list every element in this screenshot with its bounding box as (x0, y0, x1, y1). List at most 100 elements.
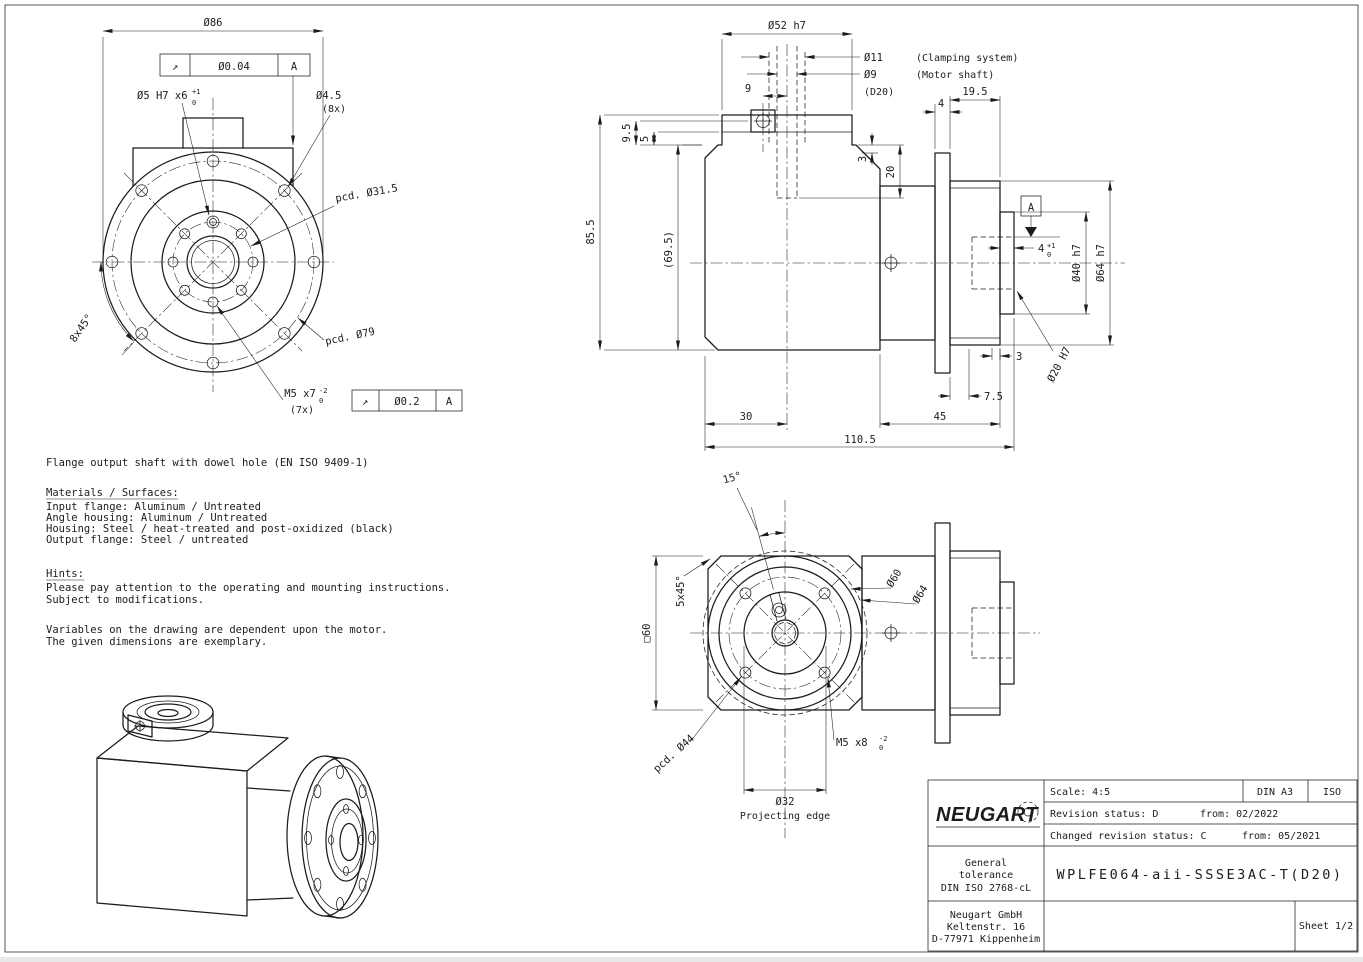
iso-view (96, 695, 379, 919)
dim-45: 45 (879, 349, 1001, 428)
dim-d52-label: Ø52 h7 (768, 20, 806, 32)
dim-3-top: 3 (857, 133, 878, 165)
datum-a: A (1014, 195, 1060, 238)
dim-d86-label: Ø86 (204, 17, 223, 29)
thread-sup: -2 (879, 735, 887, 743)
d20-note: (D20) (864, 87, 894, 98)
title-block-frame (927, 779, 1358, 952)
tolerance-line: General (965, 858, 1007, 869)
materials-title: Materials / Surfaces: (46, 487, 179, 499)
changed-revision-status: Changed revision status: C (1050, 831, 1207, 842)
iso-motor-collar (122, 695, 214, 742)
callout-thread-m5x7: M5 x7 -2 0 (7x) (216, 305, 327, 416)
dim-d32: Ø32 Projecting edge (740, 646, 830, 822)
bore-chamfer (191, 240, 235, 284)
datum-reference: A (291, 61, 298, 73)
bolt-circle-pcd44 (728, 576, 842, 690)
dim-69-5: (69.5) (663, 144, 702, 351)
iso-hub (325, 798, 367, 882)
output-spigot-d40 (999, 211, 1015, 315)
d9-note: (Motor shaft) (916, 70, 994, 81)
dim-4-top: 4 (923, 96, 962, 149)
thread-sub: 0 (319, 397, 323, 405)
dim-d40-label: Ø40 h7 (1071, 244, 1083, 282)
bore-d20 (186, 235, 240, 289)
part-number: WPLFE064-aii-SSSE3AC-T(D20) (1057, 867, 1344, 883)
dim-9: 9 (745, 83, 788, 98)
paper-size: DIN A3 (1257, 787, 1293, 798)
dim-4-sup: +1 (1047, 242, 1055, 250)
thread-sup: -2 (319, 387, 327, 395)
dim-3-chamfer-label: 3 (1016, 351, 1022, 363)
tolerance-frame-runout-02: ↗ Ø0.2 A (351, 389, 463, 412)
company-name: Neugart GmbH (950, 910, 1022, 921)
sheet-number: Sheet 1/2 (1299, 921, 1353, 932)
dim-69-5-label: (69.5) (663, 231, 675, 269)
datum-triangle (1025, 227, 1037, 237)
gear-icon (1023, 807, 1033, 817)
dim-85-5: 85.5 (585, 114, 719, 351)
materials-line: Input flange: Aluminum / Untreated (46, 501, 261, 513)
dim-19-5-label: 19.5 (962, 86, 987, 98)
dim-110-5: 110.5 (704, 318, 1015, 451)
dim-sq60: □60 (641, 555, 703, 711)
thread-holes-m5x8 (739, 587, 831, 679)
dim-d52: Ø52 h7 (721, 20, 853, 110)
datum-reference: A (446, 396, 453, 408)
dim-5-label: 5 (639, 136, 651, 142)
dim-9-5: 9.5 (621, 120, 748, 146)
dim-4-top-label: 4 (938, 98, 944, 110)
clamp-screw-block (750, 109, 776, 133)
dim-30: 30 (704, 356, 788, 451)
company-street: Keltenstr. 16 (947, 922, 1025, 933)
dim-4-depth-label: 4 (1038, 243, 1044, 255)
hidden-bores (768, 46, 1014, 290)
dim-d64-label: Ø64 h7 (1095, 244, 1107, 282)
square-housing-outline (707, 555, 863, 711)
spigot-d40 (161, 210, 265, 314)
callout-thread-m5x8: M5 x8 -2 0 (826, 677, 887, 752)
iso-bolt-holes (304, 765, 376, 911)
gear-icon (1017, 801, 1039, 823)
revision-status: Revision status: D (1050, 809, 1158, 820)
motor-shaft-bore (771, 619, 799, 647)
materials-line: Angle housing: Aluminum / Untreated (46, 512, 267, 524)
bolt-circle-pcd315 (172, 221, 254, 303)
sheet-border (4, 4, 1359, 953)
dim-d32-label: Ø32 (776, 796, 795, 808)
dowel-hole (209, 218, 217, 226)
dowel-sup: +1 (192, 88, 200, 96)
runout-symbol: ↗ (172, 61, 178, 73)
dim-3-top-label: 3 (857, 156, 869, 162)
thread-label: M5 x7 (284, 388, 316, 400)
callout-dowel: Ø5 H7 x6 +1 0 (137, 88, 210, 216)
dim-d86: Ø86 (102, 17, 324, 254)
materials-line: Housing: Steel / heat-treated and post-o… (46, 523, 394, 535)
dim-30-label: 30 (740, 411, 753, 423)
dim-d40: Ø40 h7 (1014, 211, 1090, 315)
dim-45-label: 45 (934, 411, 947, 423)
dowel-sub: 0 (192, 99, 196, 107)
hints-title: Hints: (46, 568, 84, 580)
body-top-face (96, 725, 289, 772)
dowel-label: Ø5 H7 x6 (137, 90, 188, 102)
title-block: NEUGART Scale: 4:5 DIN A3 ISO Revision s… (927, 779, 1358, 952)
bottom-view: 15° 5x45° □60 pcd. Ø44 M5 x8 -2 0 (641, 470, 1040, 838)
dim-d11-label: Ø11 (864, 52, 883, 64)
holes-label: Ø4.5 (316, 90, 341, 102)
bolt-holes-d45 (105, 154, 321, 370)
thread-label: M5 x8 (836, 737, 868, 749)
holes-count: (8x) (322, 104, 346, 115)
hints-line: Subject to modifications. (46, 594, 204, 606)
iso-bore (339, 822, 359, 862)
dim-7-5: 7.5 (938, 349, 1003, 403)
dim-85-5-label: 85.5 (585, 219, 597, 244)
company-city: D-77971 Kippenheim (932, 934, 1040, 945)
dim-20: 20 (799, 144, 904, 199)
motor-shaft-hidden (774, 622, 796, 644)
tolerance-frame-runout-004: ↗ Ø0.04 A (159, 53, 311, 146)
dim-110-5-label: 110.5 (844, 434, 876, 446)
clamp-slot (769, 592, 787, 622)
